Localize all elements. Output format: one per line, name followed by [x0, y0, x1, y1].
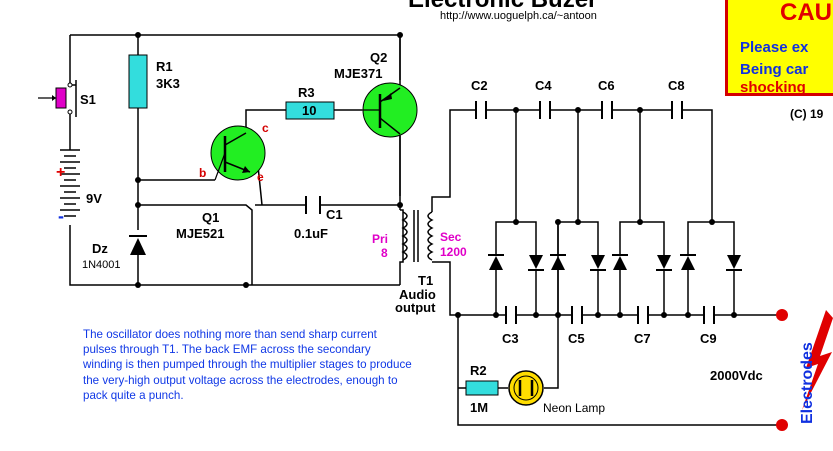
oscillator-wiring [69, 34, 404, 286]
transistor-q1: b c e Q1 MJE521 [176, 121, 269, 241]
multiplier-junctions [455, 107, 737, 318]
copyright-text: (C) 19 [790, 107, 824, 121]
junction [135, 282, 141, 288]
q1-name: Q1 [202, 210, 219, 225]
t1-name: T1 [418, 273, 433, 288]
c7-label: C7 [634, 331, 651, 346]
junction [243, 282, 249, 288]
c6-label: C6 [598, 78, 615, 93]
neon-label: Neon Lamp [543, 401, 605, 415]
electrode-top [776, 309, 788, 321]
r3-name: R3 [298, 85, 315, 100]
transistor-q2: Q2 MJE371 [334, 50, 418, 138]
pri-label: Pri [372, 232, 388, 246]
c1-name: C1 [326, 207, 343, 222]
capacitors-bottom: C3 C5 C7 C9 [502, 306, 717, 346]
c9-label: C9 [700, 331, 717, 346]
junction [135, 32, 141, 38]
t1-line3: output [395, 300, 436, 315]
s1-label: S1 [80, 92, 96, 107]
q2-part: MJE371 [334, 66, 382, 81]
caution-title: CAU [780, 0, 832, 26]
page-title: Electronic Buzer [408, 0, 597, 14]
c3-label: C3 [502, 331, 519, 346]
r2-name: R2 [470, 363, 487, 378]
q1-part: MJE521 [176, 226, 224, 241]
q2-name: Q2 [370, 50, 387, 65]
battery-plus: + [56, 164, 65, 181]
capacitor-c1: C1 0.1uF [294, 196, 343, 241]
electrode-bottom [776, 419, 788, 431]
pri-value: 8 [381, 246, 388, 260]
junction [135, 202, 141, 208]
dz-name: Dz [92, 241, 108, 256]
sec-label: Sec [440, 230, 462, 244]
transformer-t1: Pri 8 Sec 1200 T1 Audio output [372, 210, 467, 315]
r2-value: 1M [470, 400, 488, 415]
battery-label: 9V [86, 191, 102, 206]
junction [397, 202, 403, 208]
c1-value: 0.1uF [294, 226, 328, 241]
neon-lamp: Neon Lamp [508, 370, 605, 415]
output-voltage: 2000Vdc [710, 368, 763, 383]
c8-label: C8 [668, 78, 685, 93]
caution-line-1: Please ex [740, 39, 809, 56]
r1-value: 3K3 [156, 76, 180, 91]
spark-icon [802, 310, 833, 410]
multiplier-wiring [431, 109, 780, 426]
description-text: The oscillator does nothing more than se… [83, 328, 412, 402]
c5-label: C5 [568, 331, 585, 346]
dz-part: 1N4001 [82, 259, 121, 271]
multiplier-diodes [488, 254, 742, 271]
resistor-r3: 10 R3 [285, 85, 335, 120]
t1-line2: Audio [399, 287, 436, 302]
r3-value: 10 [302, 103, 316, 118]
electrodes-label: Electrodes [799, 342, 816, 424]
battery-9v: + - 9V [56, 149, 102, 226]
q1-collector-label: c [262, 121, 269, 135]
junction [397, 32, 403, 38]
switch-s1: S1 [38, 80, 96, 117]
capacitors-top: C2 C4 C6 C8 [471, 78, 685, 119]
source-url[interactable]: http://www.uoguelph.ca/~antoon [440, 10, 597, 22]
resistor-r2: R2 1M [465, 363, 499, 415]
c2-label: C2 [471, 78, 488, 93]
sec-value: 1200 [440, 245, 467, 259]
diode-dz: Dz 1N4001 [82, 235, 147, 271]
battery-minus: - [58, 206, 64, 226]
q1-emitter-label: e [257, 170, 264, 184]
r1-name: R1 [156, 59, 173, 74]
caution-line-3: shocking [740, 79, 806, 96]
caution-line-2: Being car [740, 61, 809, 78]
caution-box: CAU Please ex Being car shocking [725, 0, 833, 96]
q1-base-label: b [199, 166, 206, 180]
c4-label: C4 [535, 78, 552, 93]
resistor-r1: R1 3K3 [128, 54, 180, 109]
junction [135, 177, 141, 183]
